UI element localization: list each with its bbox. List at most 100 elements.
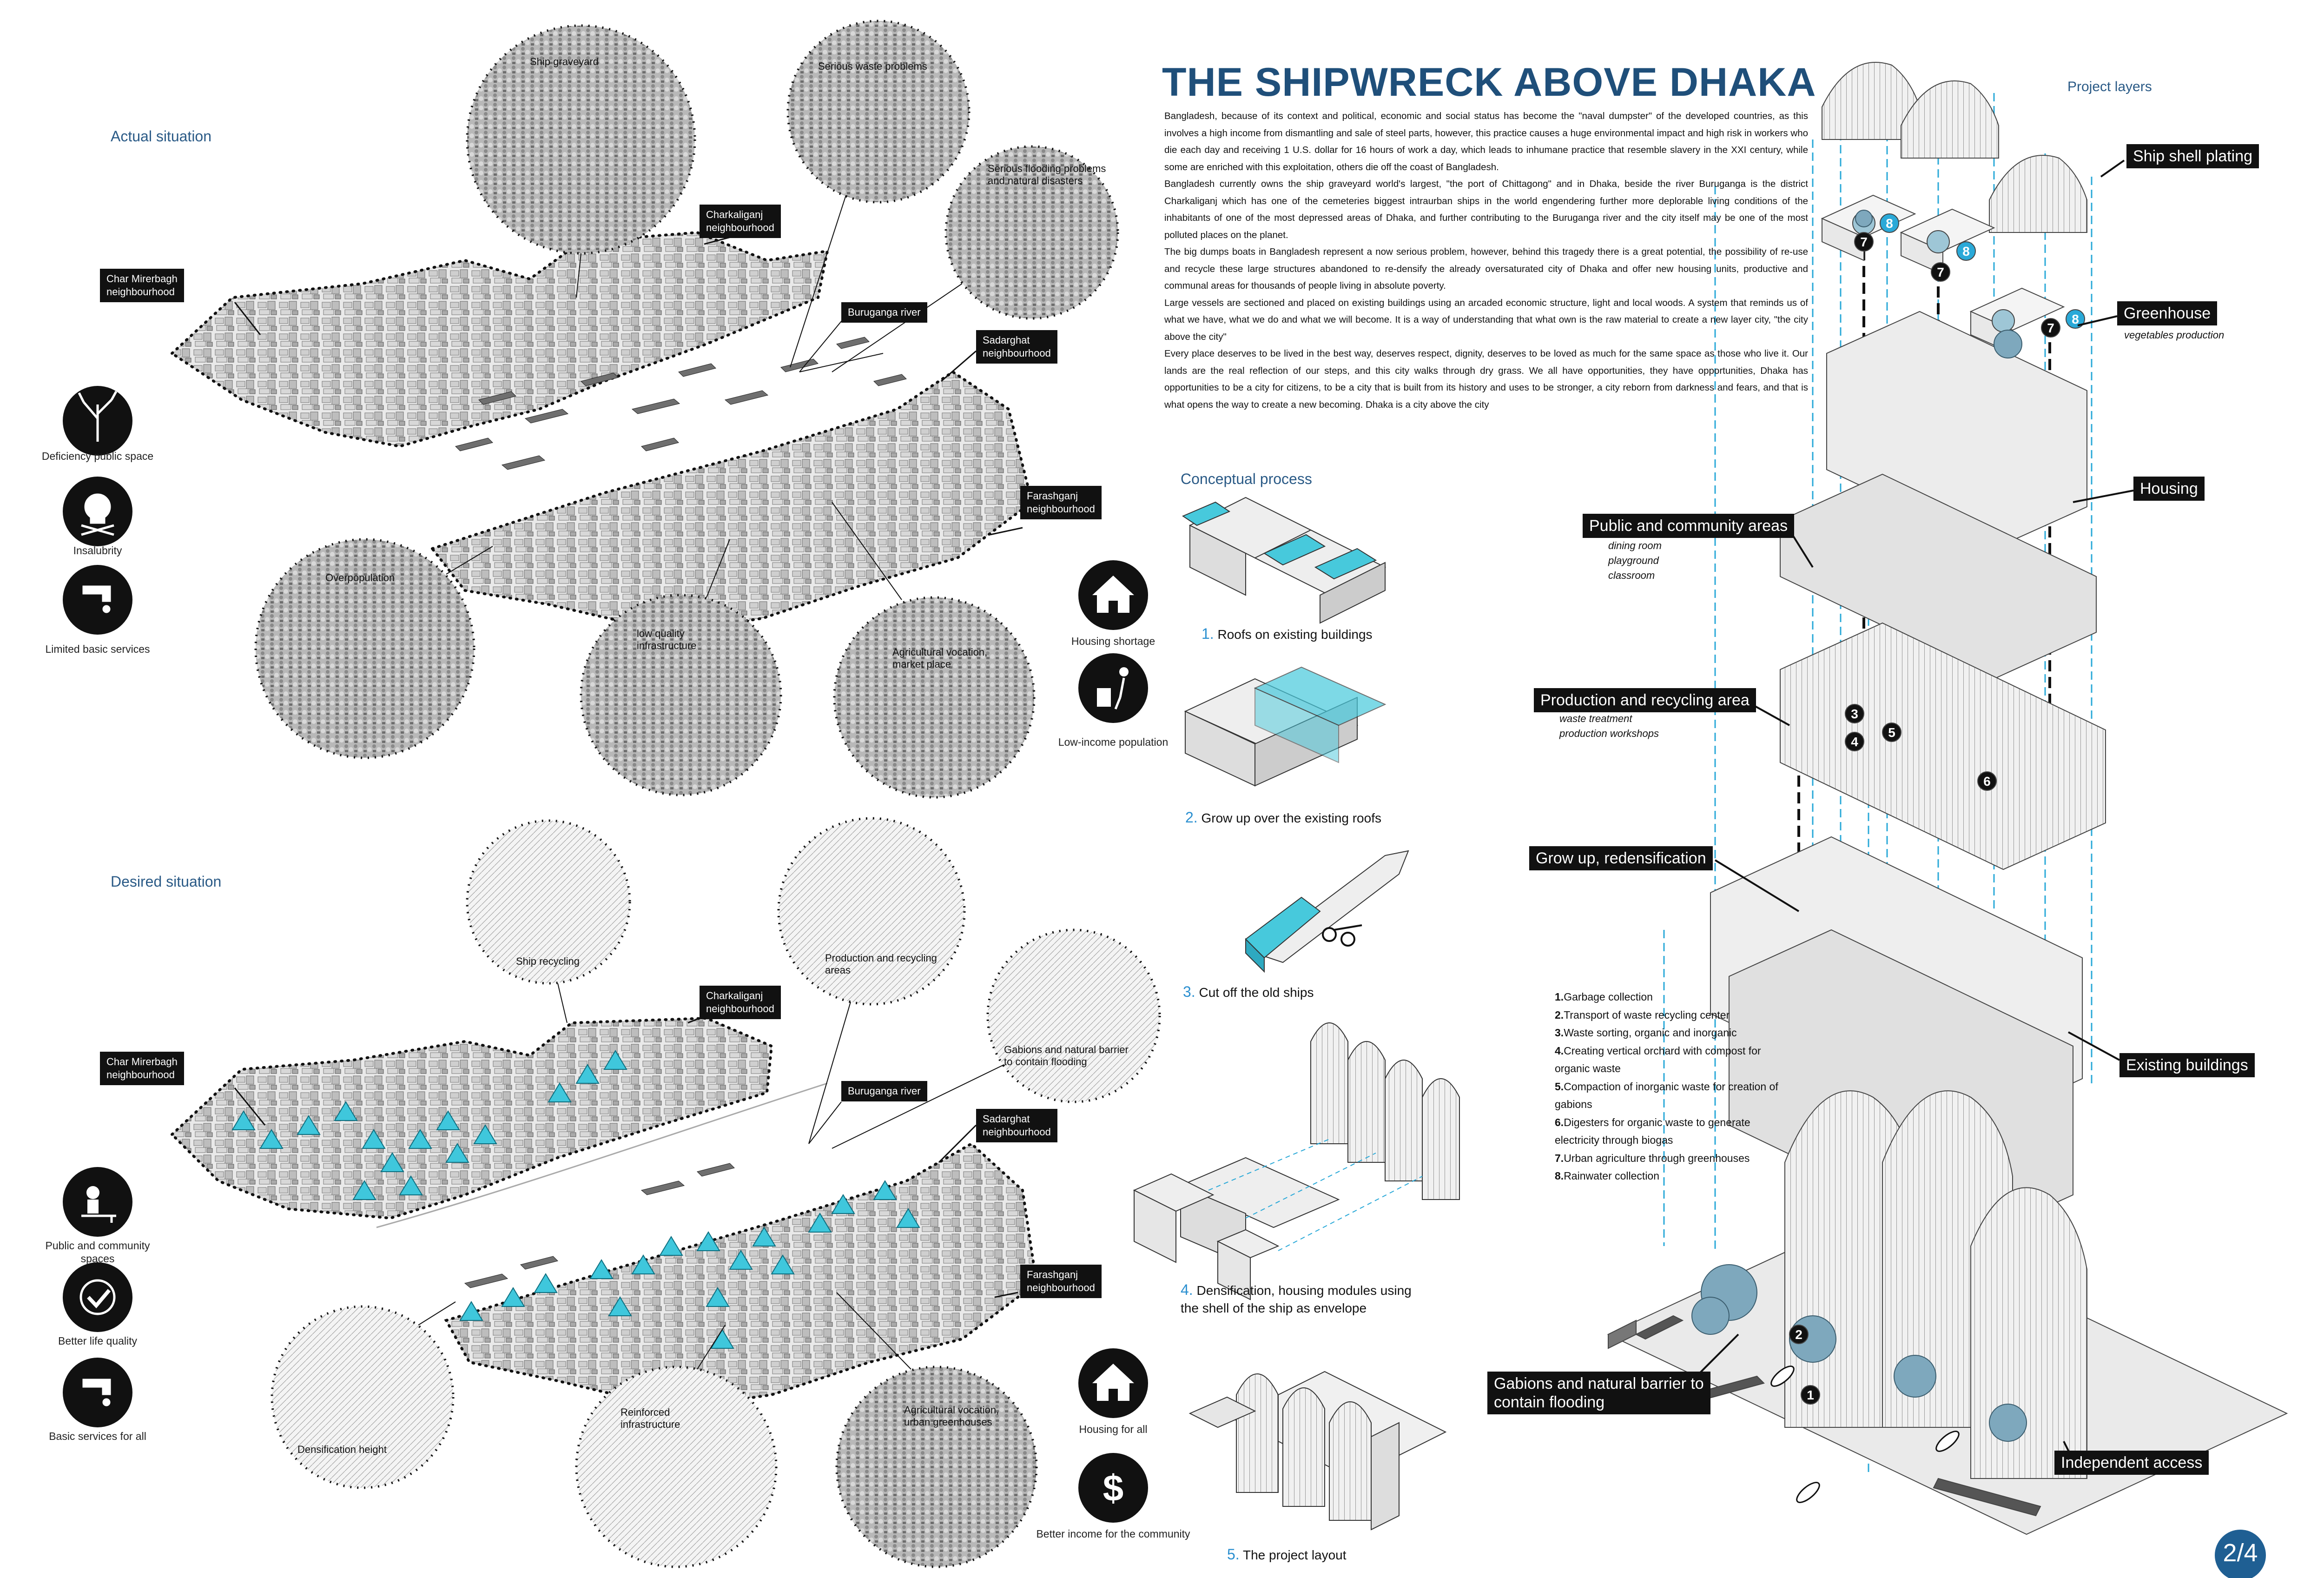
- step-text: Grow up over the existing roofs: [1201, 811, 1381, 825]
- skull-icon: [81, 493, 114, 536]
- svg-text:1: 1: [1807, 1388, 1814, 1402]
- step3-sketch: [1245, 850, 1409, 973]
- svg-text:6: 6: [1983, 774, 1991, 789]
- label-sadarghat: Sadarghat neighbourhood: [976, 1109, 1057, 1142]
- label-charkaliganj: Charkaliganj neighbourhood: [700, 986, 781, 1019]
- check-icon: [79, 1279, 116, 1315]
- bubble-ship-graveyard: [466, 24, 696, 298]
- desired-bubbles: [271, 817, 1161, 1568]
- step-1: 1. Roofs on existing buildings: [1202, 625, 1373, 643]
- label-existing-buildings: Existing buildings: [2119, 1053, 2255, 1077]
- bubble-agricultural: [832, 502, 1036, 799]
- caption-limited: Limited basic services: [45, 643, 150, 655]
- dead-tree-icon: [78, 391, 118, 442]
- svg-text:7: 7: [2047, 321, 2054, 335]
- bubble-production: [777, 817, 966, 1144]
- label-farashganj: Farashganj neighbourhood: [1020, 486, 1102, 519]
- label-char-mirerbagh: Char Mirerbagh neighbourhood: [100, 269, 184, 302]
- step4-sketch: [1133, 1022, 1460, 1300]
- production-layer: [1780, 622, 2106, 870]
- caption-deficiency: Deficiency public space: [41, 450, 154, 462]
- actual-situation-map: [170, 231, 1034, 634]
- caption-waste: Serious waste problems: [818, 60, 927, 72]
- caption-better-life: Better life quality: [58, 1335, 138, 1347]
- production-sub: waste treatment production workshops: [1559, 713, 1659, 739]
- caption-public-spaces: Public and community spaces: [45, 1240, 150, 1265]
- legend-item: 4.Creating vertical orchard with compost…: [1555, 1044, 1761, 1075]
- step-text: Cut off the old ships: [1199, 985, 1314, 1000]
- svg-text:7: 7: [1937, 265, 1944, 279]
- label-farashganj: Farashganj neighbourhood: [1020, 1265, 1102, 1298]
- caption-gabions: Gabions and natural barrier to contain f…: [1004, 1044, 1129, 1067]
- section-actual: Actual situation: [111, 128, 212, 145]
- caption-densification: Densification height: [297, 1444, 387, 1455]
- svg-text:4: 4: [1851, 735, 1858, 749]
- label-ship-shell: Ship shell plating: [2126, 144, 2259, 168]
- icon-glyphs: $: [78, 391, 1134, 1509]
- caption-basic-services: Basic services for all: [49, 1430, 146, 1442]
- legend-item: 6.Digesters for organic waste to generat…: [1555, 1116, 1750, 1147]
- bubble-overpopulation: [254, 538, 493, 759]
- caption-overpopulation: Overpopulation: [325, 572, 395, 583]
- caption-production: Production and recycling areas: [825, 952, 937, 976]
- public-layer: [1780, 473, 2097, 680]
- caption-urban-greenhouses: Agricultural vocation, urban greenhouses: [904, 1404, 999, 1428]
- step-4: 4. Densification, housing modules using …: [1181, 1281, 1412, 1317]
- tap-icon: [82, 585, 111, 613]
- legend-item: 3.Waste sorting, organic and inorganic: [1555, 1027, 1737, 1039]
- project-layers-drawing: 7 7 7 8 8 8 3 4 5 6 2 1: [1607, 62, 2288, 1535]
- tap-icon: [82, 1379, 111, 1406]
- intro-paragraph: Bangladesh currently owns the ship grave…: [1164, 179, 1808, 240]
- step-text: Densification, housing modules using the…: [1181, 1283, 1412, 1315]
- svg-text:5: 5: [1888, 725, 1895, 740]
- svg-text:2: 2: [1795, 1327, 1802, 1342]
- trees: [1691, 210, 2027, 1442]
- svg-text:8: 8: [1886, 216, 1893, 231]
- ship-shell-plating: [1822, 62, 2087, 233]
- house-icon: [1092, 576, 1134, 613]
- label-greenhouse: Greenhouse: [2117, 301, 2218, 325]
- caption-agricultural: Agricultural vocation, market place: [892, 646, 988, 670]
- conceptual-sketches: [1133, 497, 1460, 1531]
- waste-picker-icon: [1097, 667, 1129, 709]
- label-production-area: Production and recycling area: [1534, 688, 1756, 712]
- greenhouse-markers: [231, 1050, 920, 1349]
- svg-text:8: 8: [2072, 312, 2079, 326]
- label-grow-up: Grow up, redensification: [1529, 846, 1713, 870]
- process-markers: 7 7 7 8 8 8 3 4 5 6 2 1: [1789, 213, 2085, 1405]
- svg-text:7: 7: [1860, 235, 1868, 249]
- caption-ship-recycling: Ship recycling: [516, 955, 580, 967]
- process-legend: 1.Garbage collection 2.Transport of wast…: [1555, 988, 1796, 1185]
- bubble-ship-recycling: [466, 819, 631, 1023]
- page-title: THE SHIPWRECK ABOVE DHAKA: [1162, 60, 1816, 105]
- step-3: 3. Cut off the old ships: [1183, 983, 1314, 1001]
- caption-ship-graveyard: Ship graveyard: [530, 56, 599, 67]
- label-charkaliganj: Charkaliganj neighbourhood: [700, 205, 781, 238]
- step-number: 4.: [1181, 1281, 1193, 1298]
- icon-circles: [63, 386, 1148, 1523]
- bubble-low-quality: [580, 539, 782, 796]
- svg-text:8: 8: [1962, 244, 1970, 259]
- caption-housing-all: Housing for all: [1079, 1423, 1148, 1435]
- caption-low-income: Low-income population: [1058, 736, 1169, 748]
- bubble-gabions: [832, 928, 1161, 1149]
- intro-paragraph: Large vessels are sectioned and placed o…: [1164, 297, 1808, 342]
- step-number: 3.: [1183, 983, 1195, 1000]
- label-buruganga: Buruganga river: [841, 302, 927, 323]
- label-independent-access: Independent access: [2054, 1451, 2209, 1475]
- label-gabions: Gabions and natural barrier to contain f…: [1487, 1372, 1710, 1414]
- step-text: The project layout: [1242, 1548, 1347, 1562]
- caption-reinforced: Reinforced infrastructure: [621, 1406, 680, 1430]
- label-public-areas: Public and community areas: [1583, 514, 1795, 538]
- step1-sketch: [1182, 497, 1386, 624]
- step5-sketch: [1188, 1371, 1447, 1531]
- caption-housing-shortage: Housing shortage: [1071, 635, 1155, 647]
- caption-flooding: Serious flooding problems and natural di…: [988, 163, 1106, 186]
- section-conceptual: Conceptual process: [1181, 471, 1312, 487]
- bubble-waste: [786, 20, 971, 368]
- section-layers: Project layers: [2067, 79, 2152, 94]
- public-sub: dining room playground classroom: [1608, 540, 1662, 581]
- legend-item: 7.Urban agriculture through greenhouses: [1555, 1152, 1750, 1164]
- dollar-icon: $: [1103, 1467, 1124, 1509]
